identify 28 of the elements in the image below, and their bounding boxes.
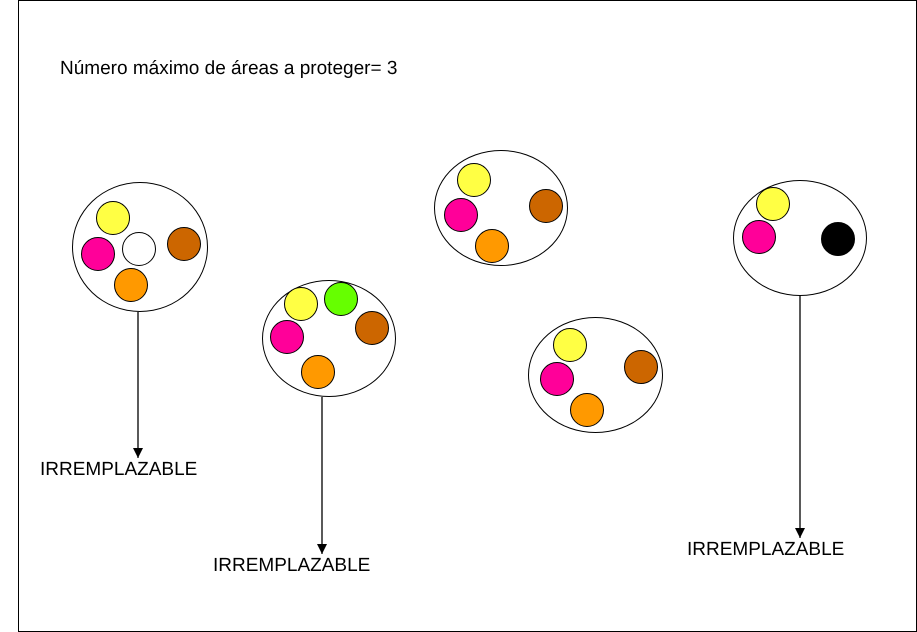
species-dot bbox=[324, 282, 358, 316]
species-dot bbox=[166, 226, 201, 261]
arrow bbox=[795, 296, 805, 538]
species-dot bbox=[270, 320, 304, 354]
species-dot bbox=[96, 200, 130, 235]
species-dot bbox=[284, 286, 318, 321]
species-dot bbox=[114, 268, 148, 302]
species-dot bbox=[354, 310, 389, 345]
species-dot bbox=[122, 232, 156, 266]
species-dot bbox=[570, 392, 604, 427]
title: Número máximo de áreas a proteger= 3 bbox=[60, 58, 398, 80]
species-dot bbox=[820, 222, 855, 256]
species-dot bbox=[474, 228, 509, 263]
species-dot bbox=[80, 236, 115, 271]
result-label: IRREMPLAZABLE bbox=[213, 555, 370, 577]
species-dot bbox=[756, 186, 790, 221]
result-label: IRREMPLAZABLE bbox=[40, 459, 198, 481]
species-dot bbox=[624, 350, 658, 384]
species-dot bbox=[300, 354, 335, 389]
species-dot bbox=[742, 220, 776, 254]
species-dot bbox=[456, 162, 491, 197]
species-dot bbox=[552, 328, 587, 362]
species-dot bbox=[444, 198, 478, 232]
result-label: IRREMPLAZABLE bbox=[687, 539, 844, 561]
arrow bbox=[317, 397, 327, 554]
species-dot bbox=[528, 188, 563, 223]
arrow bbox=[133, 312, 143, 458]
species-dot bbox=[540, 362, 574, 396]
